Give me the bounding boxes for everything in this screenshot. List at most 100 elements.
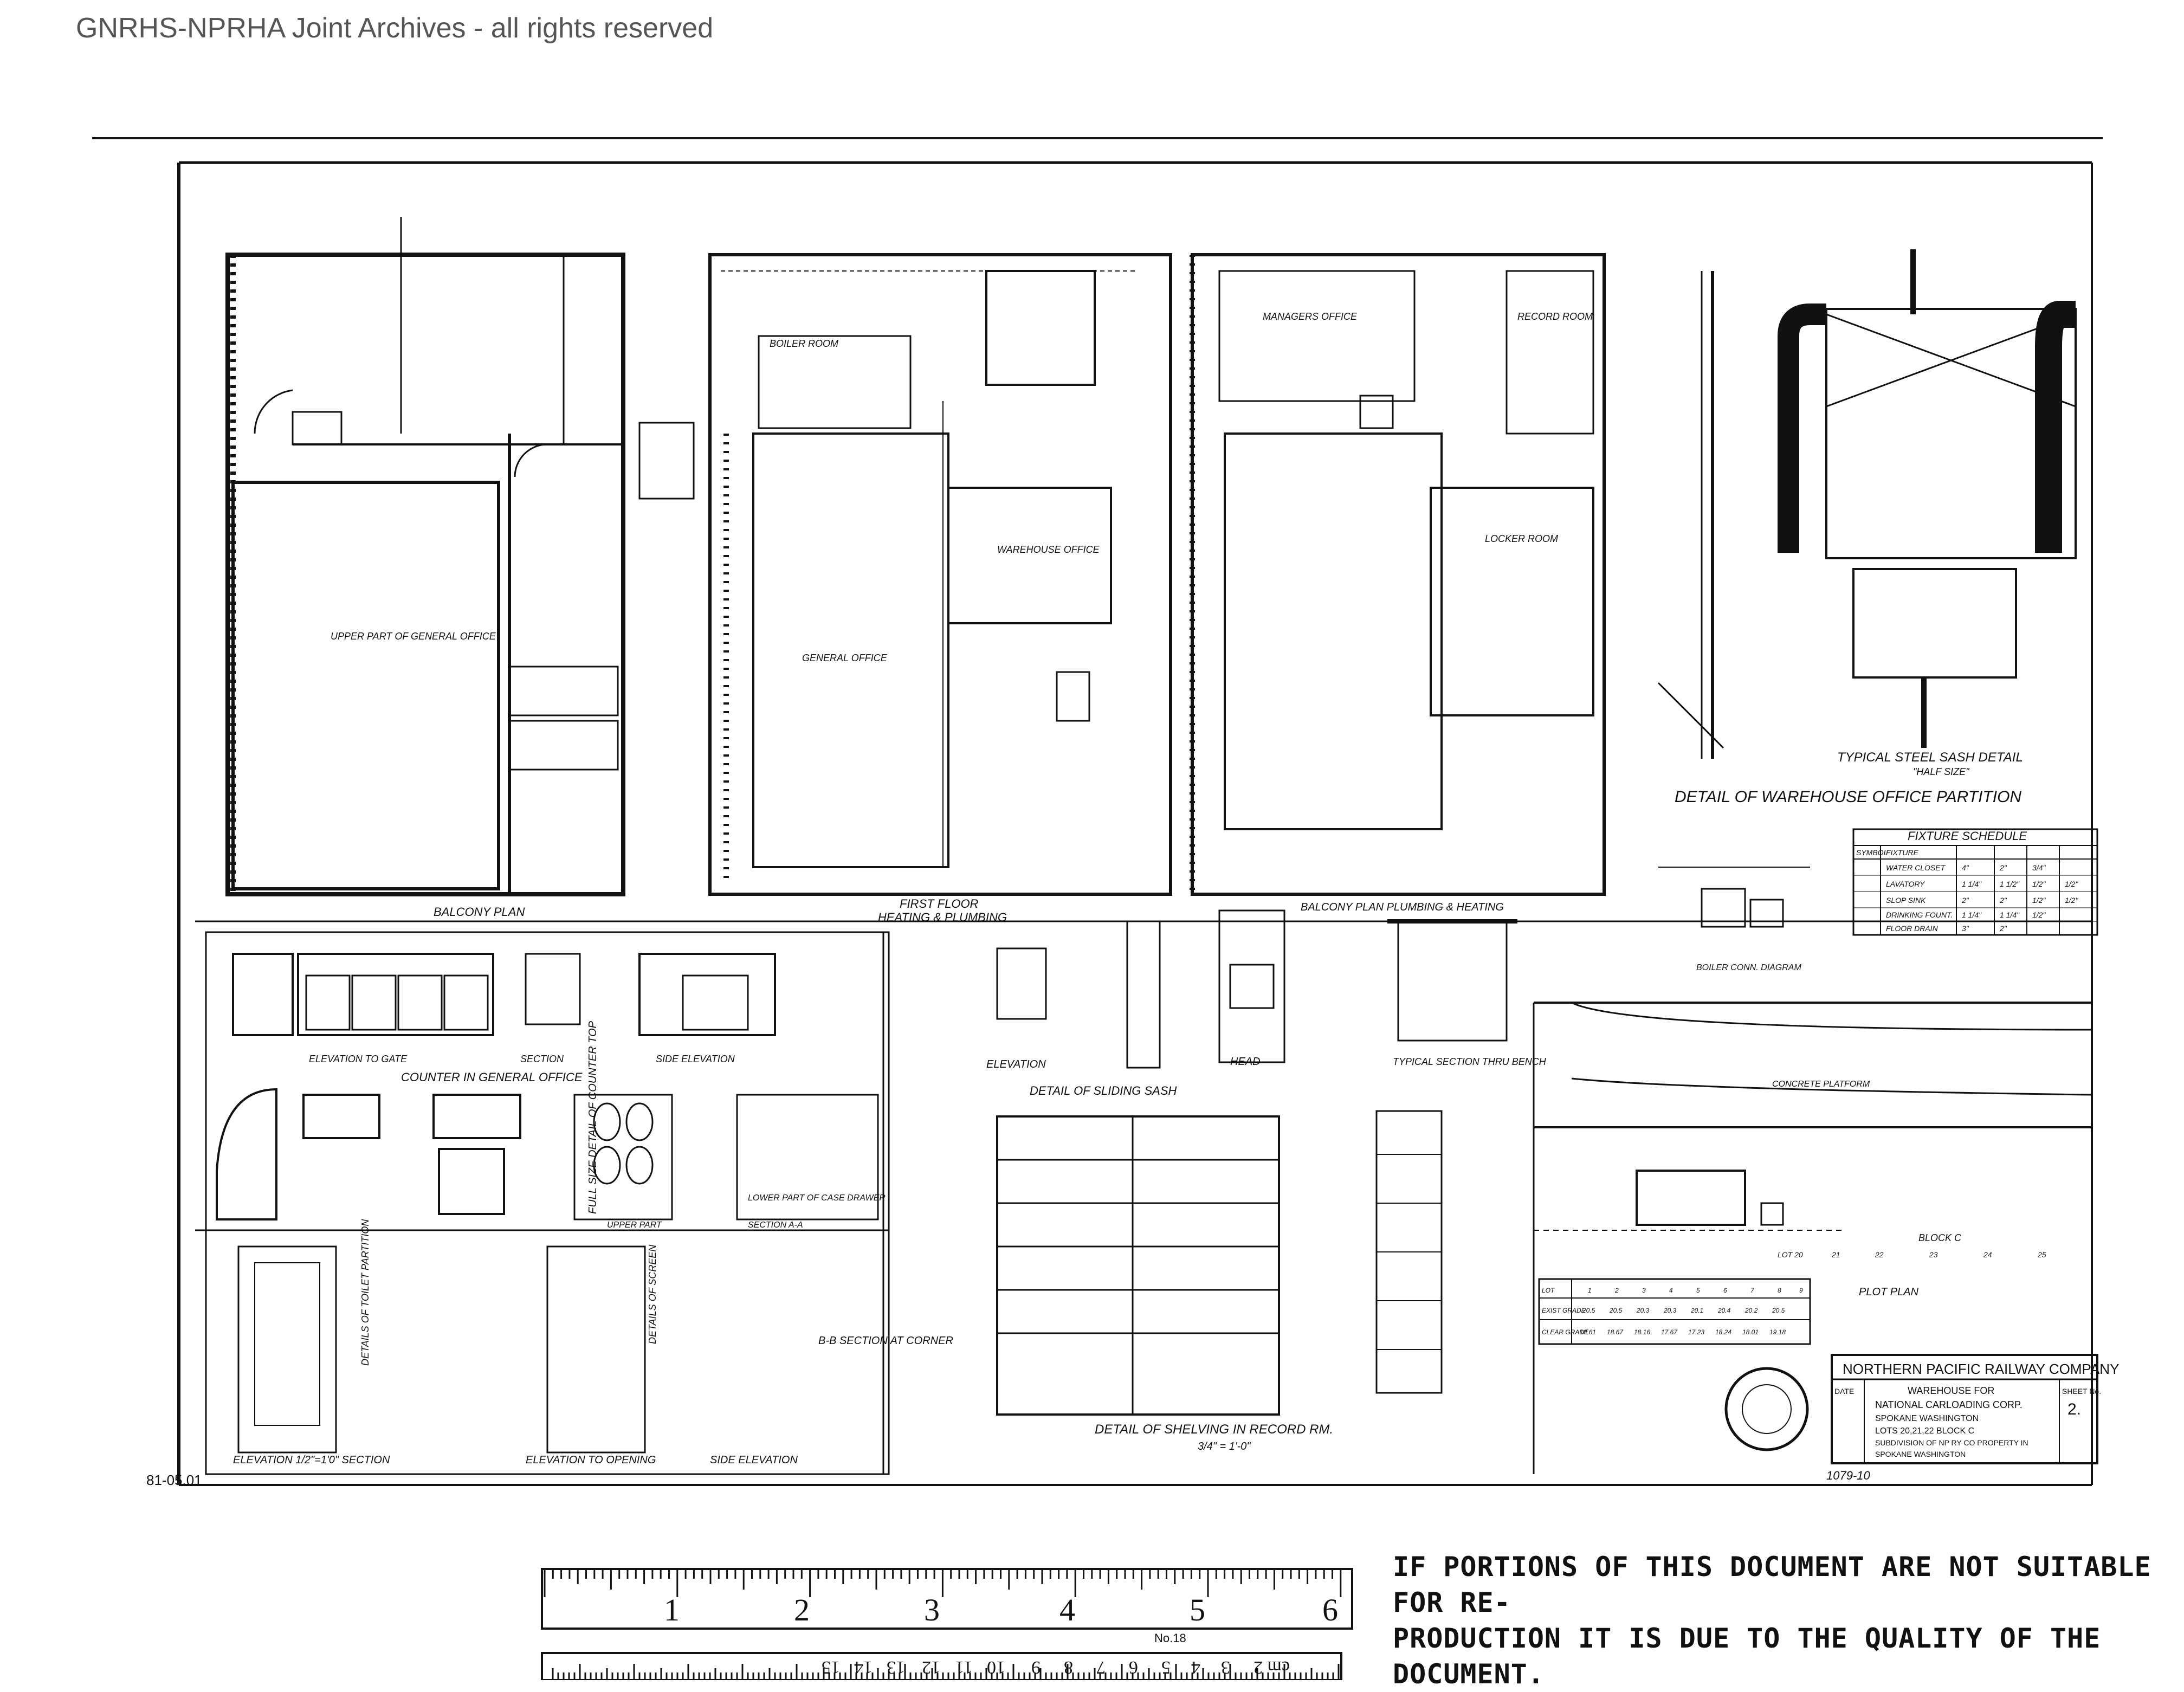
fixture-row-4-c4: 1/2" — [2032, 910, 2046, 919]
label-upper-general-office: UPPER PART OF GENERAL OFFICE — [331, 631, 496, 642]
engineer-seal — [1724, 1367, 1809, 1451]
titleblock-sheet-number: 2. — [2067, 1400, 2081, 1418]
label-half-size: "HALF SIZE" — [1913, 766, 1970, 777]
ruler-cm-12: 12 — [922, 1657, 940, 1677]
label-elevation-gate: ELEVATION TO GATE — [309, 1054, 408, 1064]
label-detail-shelving: DETAIL OF SHELVING IN RECORD RM. — [1095, 1422, 1333, 1437]
ruler-inch-5: 5 — [1190, 1592, 1205, 1628]
label-heating-plumbing: HEATING & PLUMBING — [878, 910, 1007, 924]
notice-line-2: PRODUCTION IT IS DUE TO THE QUALITY OF T… — [1393, 1623, 2101, 1690]
ruler-cm-5: 5 — [1161, 1657, 1171, 1677]
fixture-row-3: SLOP SINK — [1886, 896, 1926, 905]
label-full-size-detail: FULL SIZE DETAIL OF COUNTER TOP — [587, 1021, 599, 1214]
grade-exist-3: 20.3 — [1636, 1307, 1650, 1314]
fixture-schedule-table — [1852, 828, 2098, 936]
grade-clear-7: 18.01 — [1742, 1328, 1759, 1336]
fixture-row-3-c4: 1/2" — [2032, 896, 2046, 905]
grade-clear-label: CLEAR GRADE — [1542, 1328, 1589, 1336]
fixture-row-1-c4: 3/4" — [2032, 863, 2046, 872]
label-head: HEAD — [1230, 1056, 1261, 1068]
notice-line-1: IF PORTIONS OF THIS DOCUMENT ARE NOT SUI… — [1393, 1551, 2151, 1618]
label-details-screen: DETAILS OF SCREEN — [647, 1244, 658, 1344]
grade-lot-1: 1 — [1588, 1287, 1592, 1294]
grade-exist-6: 20.4 — [1717, 1307, 1731, 1314]
plot-plan — [1533, 1002, 2092, 1474]
plot-lot-23: 23 — [1929, 1250, 1938, 1259]
balcony-plan — [225, 217, 695, 896]
label-side-elevation-2: SIDE ELEVATION — [710, 1454, 798, 1466]
grade-clear-1: 18.61 — [1580, 1328, 1596, 1336]
label-upper-part: UPPER PART — [607, 1220, 662, 1230]
titleblock-company: NORTHERN PACIFIC RAILWAY COMPANY — [1843, 1361, 2119, 1377]
fixture-header-fixture: FIXTURE — [1886, 848, 1919, 857]
label-shelving-scale: 3/4" = 1'-0" — [1198, 1441, 1251, 1452]
grade-clear-5: 17.23 — [1688, 1328, 1704, 1336]
label-drawing-no: 1079-10 — [1826, 1469, 1871, 1482]
grade-table — [1538, 1278, 1811, 1345]
ruler-cm-2: 2 — [1253, 1657, 1263, 1677]
grade-exist-2: 20.5 — [1609, 1307, 1623, 1314]
label-record-room: RECORD ROOM — [1517, 311, 1593, 322]
grade-exist-5: 20.1 — [1690, 1307, 1703, 1314]
label-elevation-section: ELEVATION 1/2"=1'0" SECTION — [233, 1454, 390, 1466]
reproduction-notice: IF PORTIONS OF THIS DOCUMENT ARE NOT SUI… — [1393, 1549, 2162, 1692]
grade-exist-8: 20.5 — [1772, 1307, 1785, 1314]
ruler-cm-11: 11 — [955, 1657, 973, 1677]
titleblock-line6: SPOKANE WASHINGTON — [1875, 1450, 1966, 1458]
label-boiler-conn: BOILER CONN. DIAGRAM — [1696, 963, 1801, 972]
label-sheet-ref: 81-05.01 — [146, 1472, 202, 1488]
grade-lot-6: 6 — [1723, 1287, 1727, 1294]
ruler-inch-6: 6 — [1322, 1592, 1338, 1628]
fixture-row-3-c5: 1/2" — [2065, 896, 2078, 905]
ruler-model: No.18 — [1154, 1631, 1186, 1645]
label-boiler-room: BOILER ROOM — [770, 338, 838, 349]
label-side-elevation: SIDE ELEVATION — [656, 1054, 735, 1064]
archive-watermark: GNRHS-NPRHA Joint Archives - all rights … — [76, 12, 714, 44]
fixture-row-4-c2: 1 1/4" — [1962, 910, 1982, 919]
fixture-row-3-c2: 2" — [1961, 896, 1969, 905]
label-concrete-platform: CONCRETE PLATFORM — [1772, 1080, 1870, 1089]
boiler-diagram — [1658, 867, 1810, 928]
ruler-cm-7: 7 — [1096, 1657, 1106, 1677]
label-bb-section: B-B SECTION AT CORNER — [818, 1335, 953, 1347]
ruler-inch-1: 1 — [664, 1592, 680, 1628]
label-section-aa: SECTION A-A — [748, 1220, 803, 1230]
first-floor-plan — [708, 253, 1172, 896]
plot-lot-22: 22 — [1875, 1250, 1884, 1259]
label-locker-room: LOCKER ROOM — [1485, 533, 1558, 544]
grade-clear-4: 17.67 — [1661, 1328, 1678, 1336]
grade-lot-4: 4 — [1669, 1287, 1673, 1294]
grade-lot-9: 9 — [1799, 1287, 1803, 1294]
grade-lot-7: 7 — [1750, 1287, 1755, 1294]
label-balcony-plan: BALCONY PLAN — [434, 905, 525, 919]
label-plot-plan: PLOT PLAN — [1859, 1286, 1919, 1298]
sliding-sash-details — [996, 909, 1517, 1069]
ruler-inch-4: 4 — [1059, 1592, 1075, 1628]
ruler-cm-14: 14 — [854, 1657, 873, 1677]
label-fixture-schedule: FIXTURE SCHEDULE — [1908, 829, 2027, 843]
label-steel-sash: TYPICAL STEEL SASH DETAIL — [1837, 750, 2023, 765]
fixture-row-2-c2: 1 1/4" — [1962, 880, 1982, 888]
grade-clear-2: 18.67 — [1607, 1328, 1624, 1336]
label-balcony-plumbing: BALCONY PLAN PLUMBING & HEATING — [1301, 901, 1504, 913]
label-typical-section-bench: TYPICAL SECTION THRU BENCH — [1393, 1056, 1547, 1067]
titleblock-line1: WAREHOUSE FOR — [1908, 1385, 1994, 1396]
ruler-cm-9: 9 — [1031, 1657, 1041, 1677]
fixture-row-1: WATER CLOSET — [1886, 863, 1946, 872]
fixture-row-1-c2: 4" — [1962, 863, 1969, 872]
grade-lot-8: 8 — [1778, 1287, 1781, 1294]
grade-lot-label: LOT — [1542, 1287, 1555, 1294]
label-detail-sliding-sash: DETAIL OF SLIDING SASH — [1030, 1084, 1177, 1097]
grade-exist-7: 20.2 — [1744, 1307, 1758, 1314]
ruler-cm-4: 4 — [1191, 1657, 1200, 1677]
fixture-row-2-c4: 1/2" — [2032, 880, 2046, 888]
fixture-row-2-c5: 1/2" — [2065, 880, 2078, 888]
title-block — [1724, 1354, 2098, 1464]
fixture-row-1-c3: 2" — [1999, 863, 2007, 872]
titleblock-line4: LOTS 20,21,22 BLOCK C — [1875, 1426, 1974, 1436]
ruler-cm-15: 15 — [822, 1657, 840, 1677]
grade-exist-label: EXIST GRADE — [1542, 1307, 1586, 1314]
ruler-cm-10: 10 — [987, 1657, 1005, 1677]
fixture-row-5: FLOOR DRAIN — [1886, 924, 1939, 933]
